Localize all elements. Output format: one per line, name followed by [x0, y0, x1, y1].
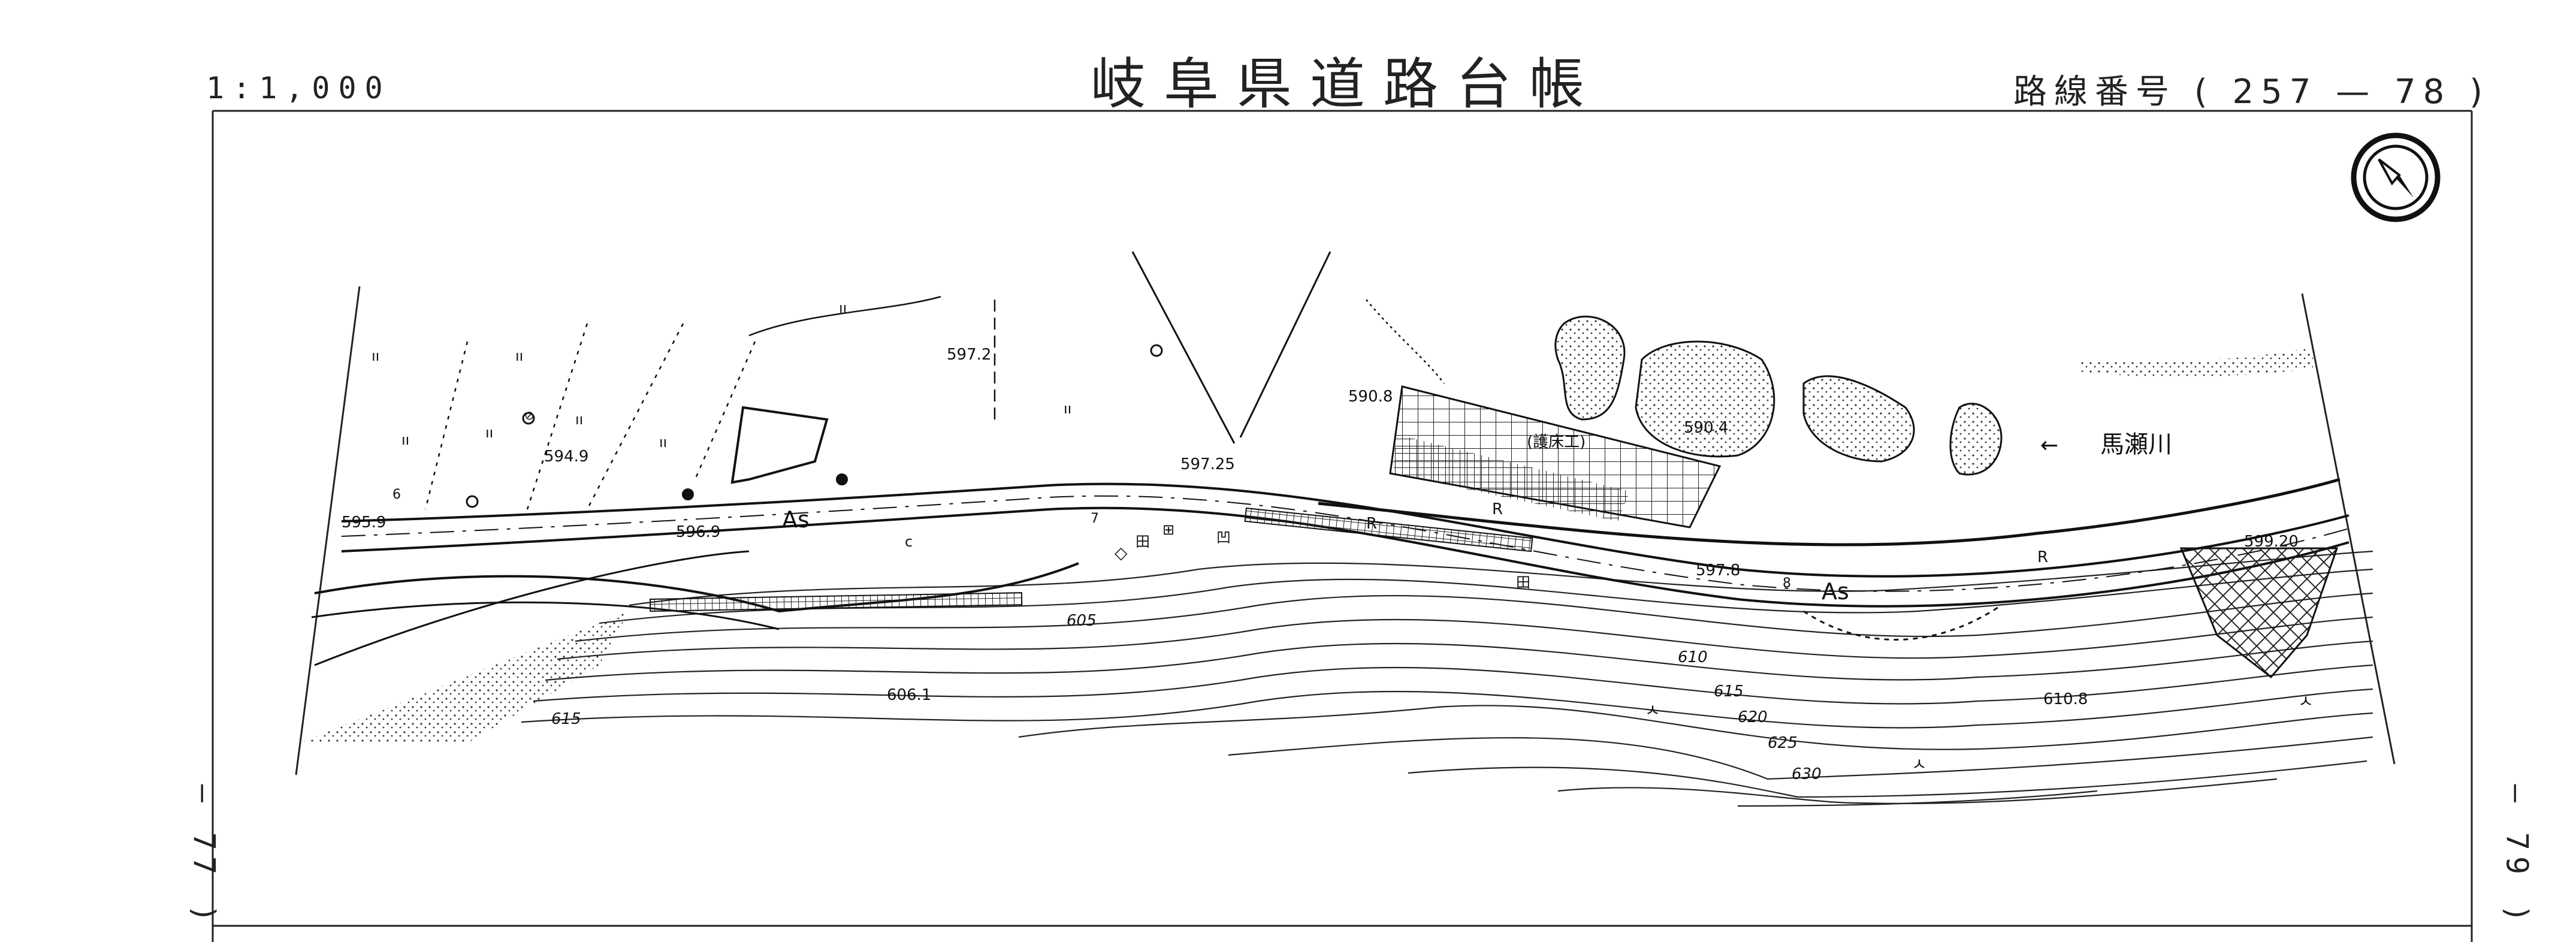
- elevation-label: 590.4: [1684, 419, 1728, 437]
- road: [311, 482, 2349, 666]
- grass-mark: ıı: [515, 348, 523, 364]
- elevation-label: 596.9: [676, 523, 720, 541]
- route-close-paren: ): [2469, 73, 2490, 111]
- grass-mark: ıı: [575, 411, 583, 428]
- retaining-wall-strip: [649, 592, 1023, 612]
- contour-label: 620: [1738, 708, 1768, 726]
- elevation-label: 594.9: [544, 448, 588, 466]
- contour-label: 625: [1768, 734, 1798, 752]
- route-label: 路線番号: [2013, 73, 2176, 111]
- embankment: [1803, 604, 2002, 641]
- river-name: 馬瀬川: [2100, 431, 2172, 458]
- rock-mark: ㅅ: [2298, 692, 2314, 711]
- river-arrow: ←: [2040, 433, 2058, 458]
- grass-mark: ıı: [485, 424, 493, 441]
- utility-pole-icon: [682, 488, 694, 500]
- survey-point-icon: [1150, 344, 1163, 357]
- elevation-label: 597.25: [1180, 455, 1235, 473]
- route-main-number: 257: [2232, 73, 2318, 111]
- contour-label: 615: [551, 710, 581, 728]
- road-mark: R: [1366, 515, 1377, 533]
- river-edge: [1318, 478, 2341, 547]
- route-number: 路線番号 ( 257 — 78 ): [2013, 65, 2490, 113]
- survey-point-icon: [522, 412, 535, 425]
- field-mark: 田: [1516, 574, 1530, 591]
- elevation-label: 590.8: [1348, 388, 1393, 406]
- utility-pole-icon: [836, 473, 848, 485]
- elevation-label: 599.20: [2244, 533, 2299, 551]
- retaining-wall-strip: [1244, 507, 1533, 552]
- elevation-label: 595.9: [342, 514, 386, 532]
- map-labels: 595.9 594.9 597.2 596.9 590.8 597.25 590…: [342, 300, 2314, 783]
- dotted-slope: [300, 611, 629, 743]
- map-area-boundary: [295, 286, 2396, 775]
- field-grid-mark: ⊞: [1162, 521, 1174, 538]
- map-frame: [212, 110, 2473, 942]
- elevation-label: 597.2: [947, 346, 991, 364]
- grass-mark: ıı: [839, 300, 847, 316]
- contour-label: 610: [1678, 648, 1708, 666]
- rock-mark: ㅅ: [1911, 754, 1927, 774]
- elevation-label: 597.8: [1696, 561, 1740, 579]
- cross-hatched-area: [2179, 547, 2339, 679]
- shrine-mark: ⊘: [524, 408, 534, 422]
- misc-mark: 8: [1783, 576, 1791, 591]
- misc-mark: 7: [1091, 511, 1099, 526]
- rock-mark: ㅅ: [1645, 701, 1660, 720]
- contour-lines: [521, 550, 2373, 807]
- field-mark: 田: [1136, 533, 1150, 550]
- scale-label: 1:1,000: [206, 71, 391, 105]
- contour-label: 615: [1714, 683, 1744, 701]
- route-sheet-number: 78: [2394, 73, 2452, 111]
- elevation-label: 606.1: [887, 686, 931, 704]
- misc-mark: 6: [392, 487, 401, 502]
- pavement-label: As: [1822, 578, 1849, 605]
- survey-point-icon: [466, 495, 479, 508]
- river-bank: [2079, 348, 2313, 377]
- misc-mark: c: [905, 533, 913, 550]
- grass-mark: ıı: [1064, 400, 1071, 417]
- contour-label: 630: [1792, 765, 1822, 783]
- pillar-mark: ◇: [1115, 543, 1128, 563]
- contour-label: 605: [1067, 612, 1097, 630]
- pavement-label: As: [782, 506, 810, 533]
- route-dash: —: [2336, 73, 2377, 111]
- river-bed-protection: [1389, 385, 1722, 529]
- bed-protection-label: (護床工): [1527, 433, 1586, 451]
- elevation-label: 610.8: [2043, 690, 2088, 708]
- misc-mark: 凹: [1216, 529, 1231, 546]
- north-arrow-icon: [2351, 132, 2441, 222]
- land-parcels: [424, 251, 1445, 510]
- route-open-paren: (: [2194, 73, 2215, 111]
- grass-mark: ıı: [372, 348, 379, 364]
- grass-mark: ıı: [659, 434, 667, 451]
- grass-mark: ıı: [401, 431, 409, 448]
- page-title: 岐阜県道路台帳: [1091, 52, 1603, 116]
- road-mark: R: [1492, 500, 1503, 518]
- road-mark: R: [2037, 548, 2048, 566]
- river-islands: [1554, 315, 2003, 476]
